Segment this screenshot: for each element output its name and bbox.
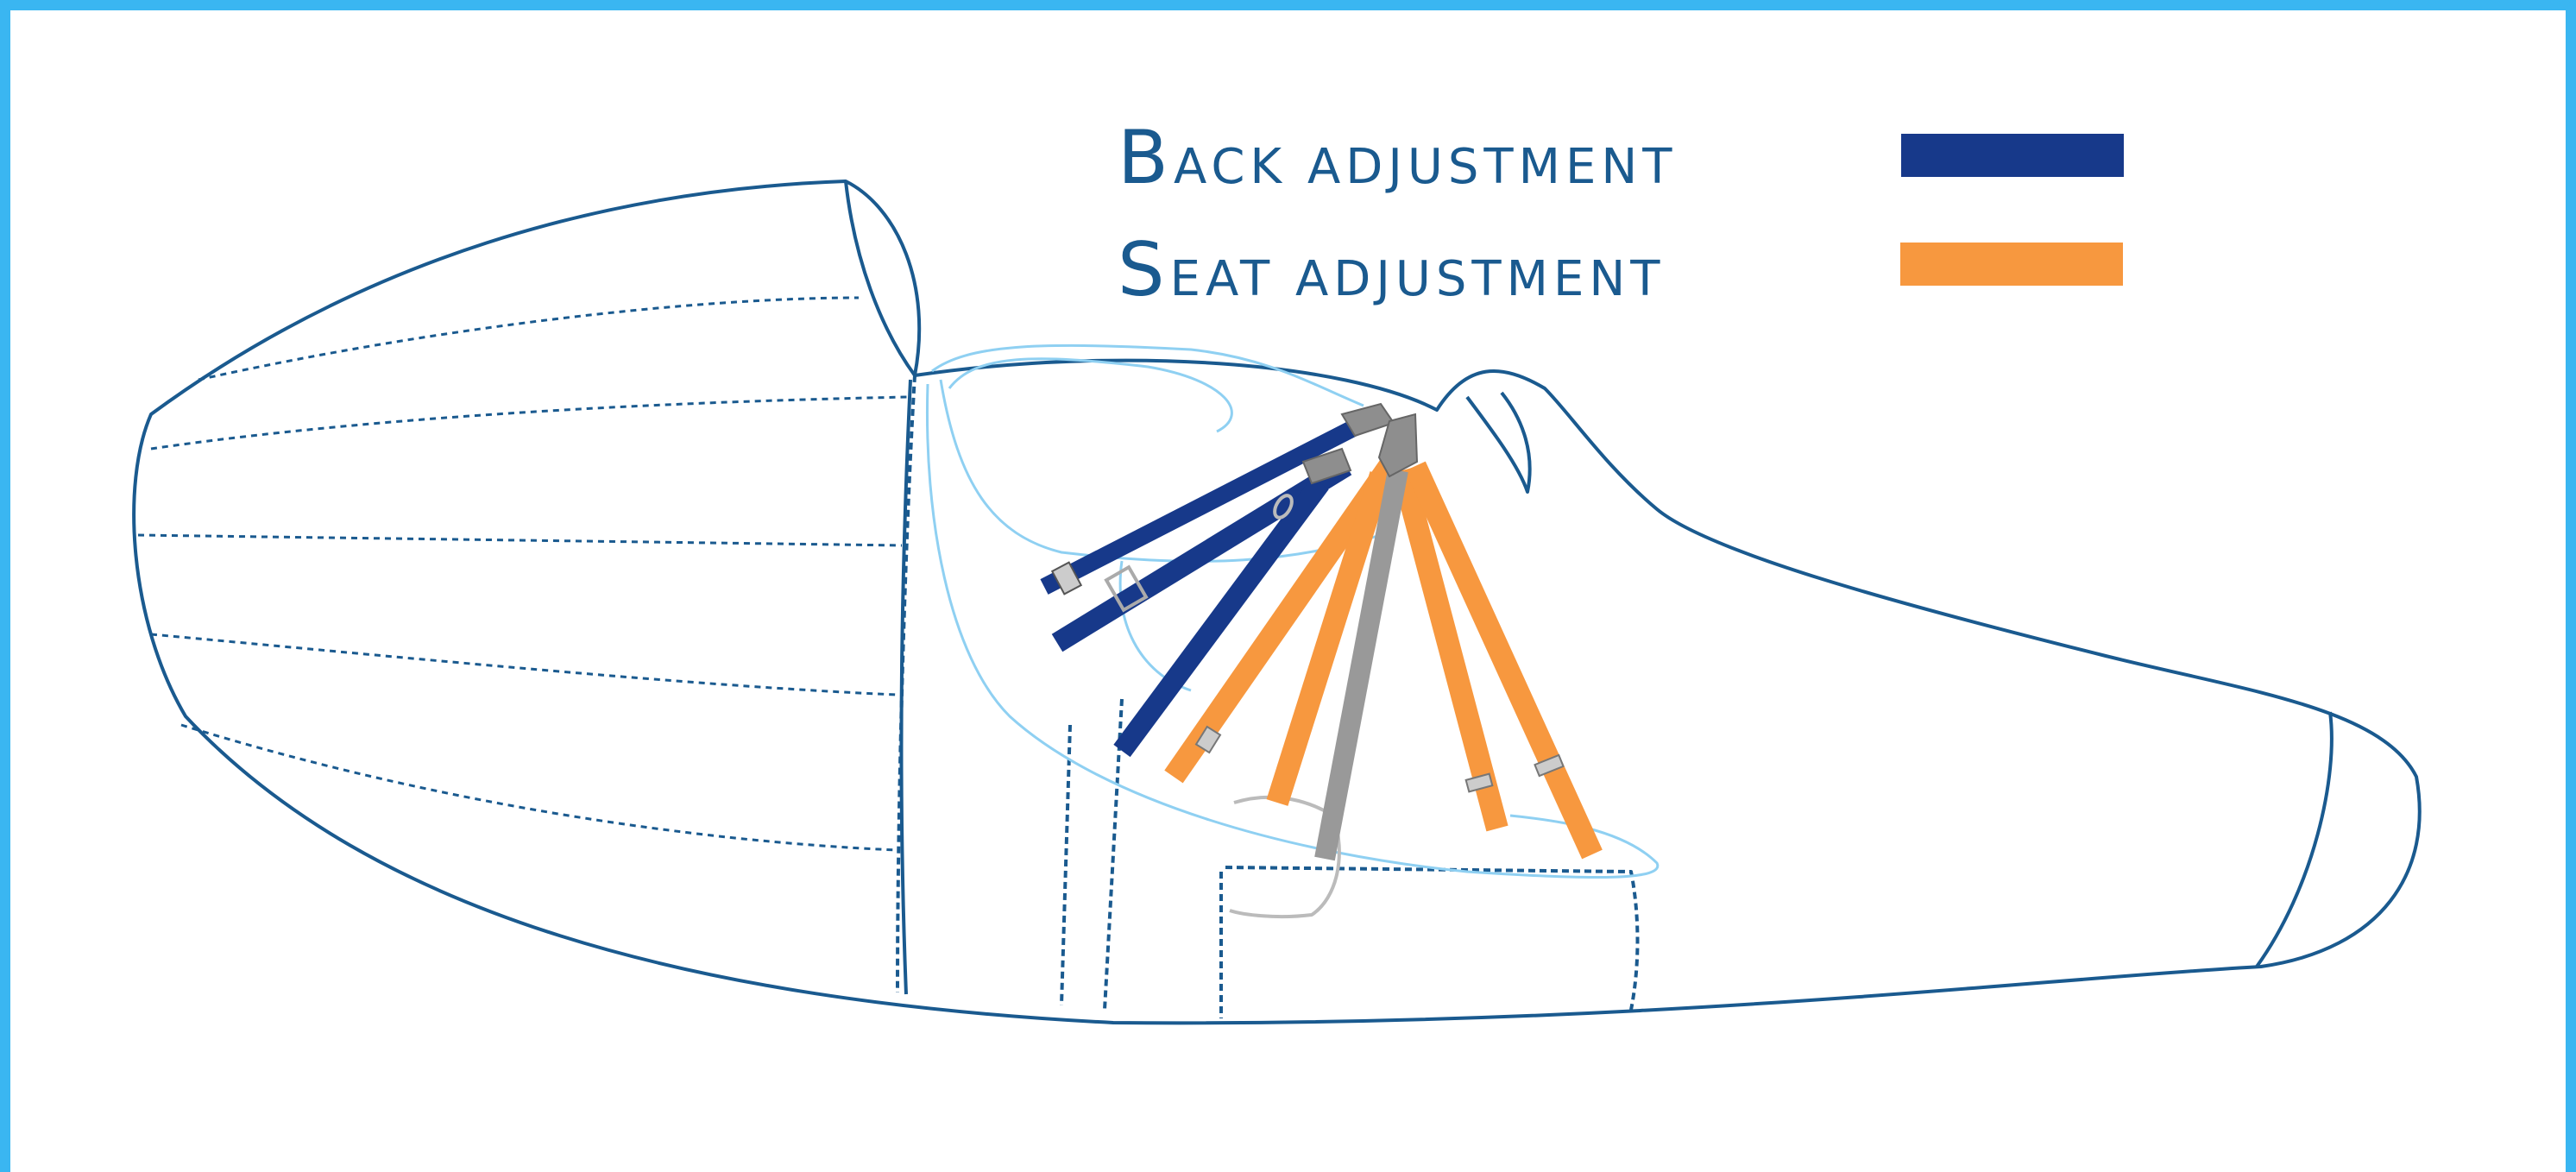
legend-swatch-back bbox=[1901, 134, 2124, 177]
harness-back-seam-2 bbox=[902, 380, 910, 994]
harness-quilting bbox=[138, 298, 908, 850]
legend-label-seat: Seat adjustment bbox=[1118, 227, 1665, 313]
harness-headrest bbox=[846, 181, 919, 375]
harness-outline bbox=[134, 181, 2420, 1023]
harness-tail bbox=[2257, 712, 2332, 967]
harness-pocket bbox=[1225, 867, 1638, 1010]
legend: Back adjustment Seat adjustment bbox=[1118, 115, 2124, 313]
harness-side-strap bbox=[1061, 699, 1122, 1010]
legend-swatch-seat bbox=[1900, 243, 2123, 286]
harness-leg-cover bbox=[1467, 393, 1530, 492]
harness-body bbox=[134, 181, 2420, 1023]
legend-label-back: Back adjustment bbox=[1118, 115, 1677, 201]
straps bbox=[1044, 404, 1592, 859]
